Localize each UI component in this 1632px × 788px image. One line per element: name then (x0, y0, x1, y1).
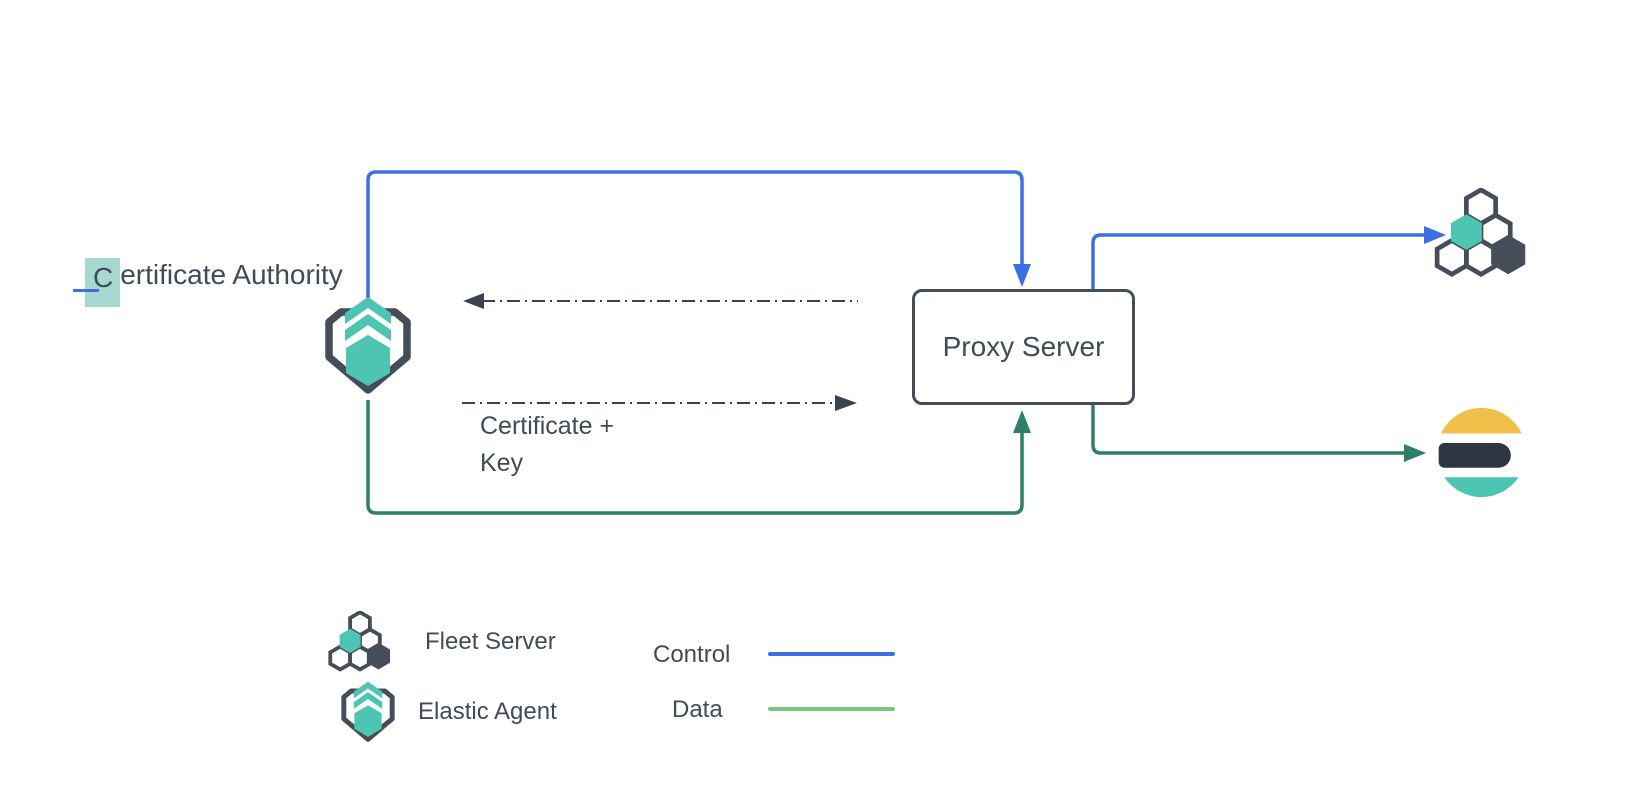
agent-chevron-icon (345, 297, 391, 324)
proxy-server-node[interactable]: Proxy Server (912, 289, 1135, 405)
legend-fleet-server-label: Fleet Server (425, 628, 556, 655)
legend-elastic-agent-label: Elastic Agent (418, 698, 557, 725)
elasticsearch-logo[interactable] (1432, 404, 1527, 501)
text-selection-highlight: C (85, 258, 121, 307)
certificate-key-label[interactable]: Certificate + Key (480, 412, 615, 477)
control-edge-path (366, 170, 1024, 302)
agent-chevron-icon (353, 692, 383, 709)
data-edge-path (1091, 404, 1404, 455)
legend-data-line (768, 707, 895, 711)
legend-control-label: Control (653, 641, 731, 668)
legend-control-line (768, 652, 895, 656)
proxy-server-label: Proxy Server (942, 331, 1105, 362)
data-edge-proxy-to-elasticsearch[interactable] (1091, 404, 1426, 462)
elasticsearch-top-segment (1441, 407, 1522, 434)
text-cursor-underline (73, 289, 99, 292)
arrowhead-down-icon (1013, 264, 1031, 287)
agent-hex-outline (341, 688, 395, 742)
arrowhead-right-icon (1424, 226, 1446, 244)
elasticsearch-middle-bar (1438, 443, 1511, 468)
elastic-agent-icon[interactable] (318, 296, 418, 404)
agent-chevron-icon (353, 681, 383, 699)
agent-hexagon (354, 705, 382, 737)
fleet-hex-dark (366, 642, 390, 670)
elasticsearch-bottom-segment (1444, 477, 1519, 498)
control-edge-path (1091, 233, 1424, 290)
arrowhead-up-icon (1013, 410, 1031, 433)
fleet-server-icon[interactable] (1434, 188, 1528, 278)
legend-fleet-server-icon (328, 611, 390, 672)
arrowhead-right-icon (1404, 444, 1426, 462)
dashed-edge-proxy-to-agent[interactable] (463, 293, 858, 309)
legend-data-label: Data (672, 696, 723, 723)
fleet-hex-teal (339, 628, 361, 653)
legend-elastic-agent-icon (341, 681, 395, 742)
certificate-authority-label-text: ertificate Authority (120, 259, 343, 290)
arrowhead-right-icon (835, 395, 857, 411)
data-edge-path (366, 400, 1024, 515)
dashed-edge-agent-to-proxy[interactable] (462, 395, 857, 411)
arrowhead-left-icon (463, 293, 484, 309)
control-edge-agent-to-proxy[interactable] (366, 170, 1031, 302)
fleet-hex-teal (1450, 214, 1482, 250)
fleet-hex-dark (1491, 234, 1526, 275)
agent-chevron-icon (345, 314, 391, 341)
agent-hexagon (346, 335, 390, 386)
agent-hex-outline (325, 308, 411, 394)
data-edge-agent-to-proxy[interactable] (366, 400, 1031, 515)
control-edge-proxy-to-fleet[interactable] (1091, 226, 1446, 290)
